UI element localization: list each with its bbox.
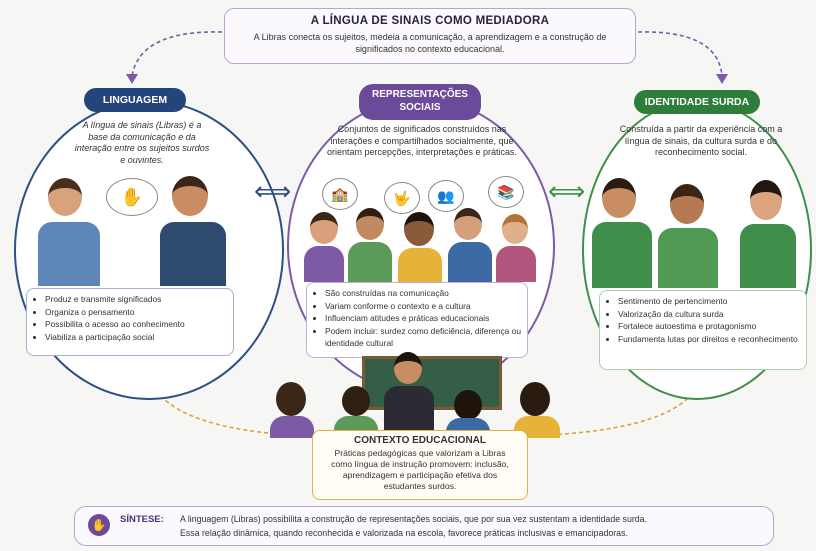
list-item: Fundamenta lutas por direitos e reconhec…: [618, 333, 800, 346]
list-item: São construídas na comunicação: [325, 287, 521, 300]
contexto-title: CONTEXTO EDUCACIONAL: [353, 435, 487, 446]
identidade-description: Construída a partir da experiência com a…: [619, 124, 783, 157]
list-item: Possibilita o acesso ao conhecimento: [45, 318, 227, 331]
contexto-text: Práticas pedagógicas que valorizam a Lib…: [331, 448, 509, 491]
person-signing-boy: [150, 176, 234, 286]
mediator-title: A LÍNGUA DE SINAIS COMO MEDIADORA: [310, 15, 550, 27]
list-item: Fortalece autoestima e protagonismo: [618, 320, 800, 333]
linguagem-list: Produz e transmite significados Organiza…: [26, 288, 234, 356]
mediator-box: A LÍNGUA DE SINAIS COMO MEDIADORA A Libr…: [224, 8, 636, 64]
synthesis-text-line1: A linguagem (Libras) possibilita a const…: [180, 514, 647, 524]
deaf-community-group: [592, 176, 806, 288]
sign-language-icon: 🤟: [384, 182, 420, 214]
synthesis-label: SÍNTESE:: [120, 514, 164, 525]
representacoes-list: São construídas na comunicação Variam co…: [306, 282, 528, 358]
contexto-educacional-box: CONTEXTO EDUCACIONAL Práticas pedagógica…: [312, 430, 528, 500]
list-item: Sentimento de pertencimento: [618, 295, 800, 308]
identidade-title: IDENTIDADE SURDA: [634, 90, 760, 114]
list-item: Organiza o pensamento: [45, 306, 227, 319]
list-item: Variam conforme o contexto e a cultura: [325, 300, 521, 313]
synthesis-box: [74, 506, 774, 546]
list-item: Podem incluir: surdez como deficiência, …: [325, 325, 521, 350]
arrow-double-icon: ⟺: [254, 176, 292, 206]
synthesis-text-line2: Essa relação dinâmica, quando reconhecid…: [180, 528, 628, 538]
people-group-icon: 👥: [428, 180, 464, 212]
list-item: Produz e transmite significados: [45, 293, 227, 306]
sign-language-icon: ✋: [88, 514, 110, 536]
identidade-list: Sentimento de pertencimento Valorização …: [599, 290, 807, 370]
books-icon: 📚: [488, 176, 524, 208]
person-signing-girl: [34, 178, 114, 286]
school-icon: 🏫: [322, 178, 358, 210]
mediator-text: A Libras conecta os sujeitos, medeia a c…: [253, 32, 607, 54]
linguagem-description: A língua de sinais (Libras) é a base da …: [74, 120, 210, 165]
list-item: Influenciam atitudes e práticas educacio…: [325, 312, 521, 325]
student-group: [304, 208, 538, 282]
representacoes-title: REPRESENTAÇÕES SOCIAIS: [359, 84, 481, 120]
arrow-double-icon: ⟺: [548, 176, 586, 206]
list-item: Viabiliza a participação social: [45, 331, 227, 344]
hands-signing-icon: ✋: [106, 178, 158, 216]
representacoes-description: Conjuntos de significados construídos na…: [326, 124, 518, 157]
linguagem-title: LINGUAGEM: [84, 88, 186, 112]
classroom-students: [270, 378, 570, 438]
person-signing-icon: [380, 352, 440, 430]
list-item: Valorização da cultura surda: [618, 308, 800, 321]
